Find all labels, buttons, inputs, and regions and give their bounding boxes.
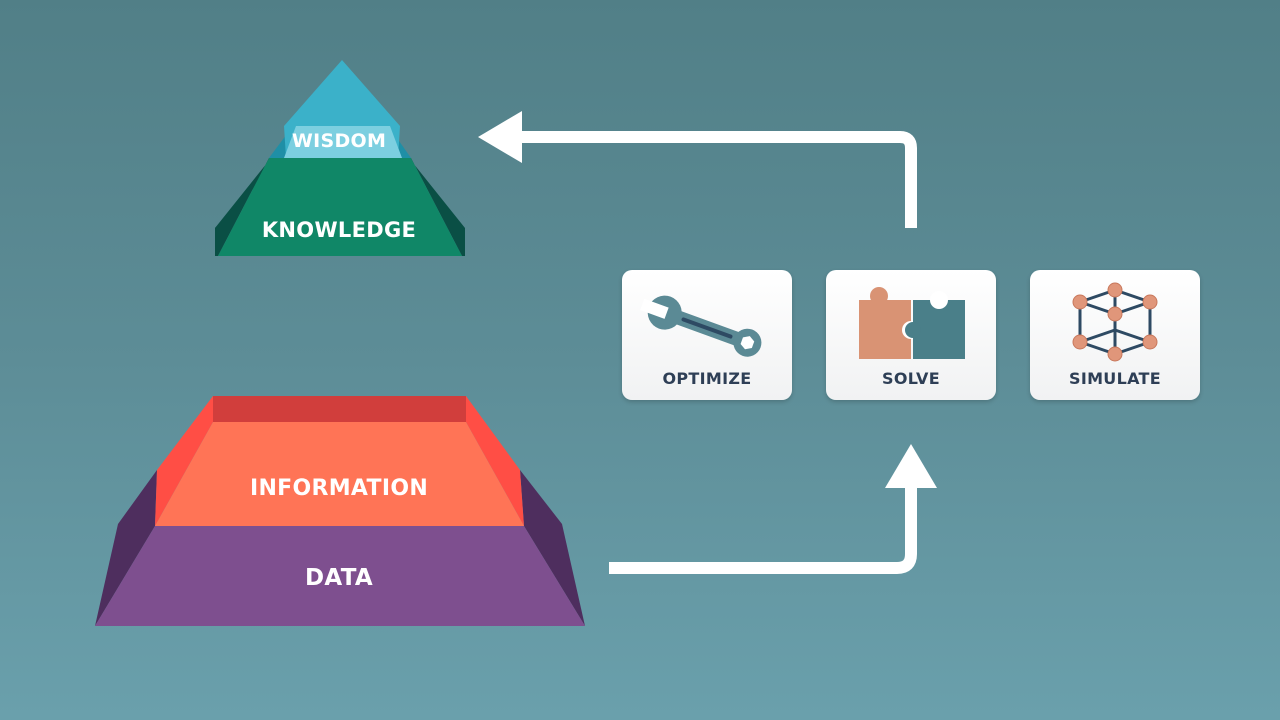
arrow-solve-to-knowledge: [522, 131, 917, 228]
arrow-up-head: [885, 444, 937, 488]
knowledge-right-face: [409, 158, 465, 256]
top-pyramid: [215, 60, 465, 256]
arrow-data-to-solve: [609, 484, 917, 574]
puzzle-icon: [859, 287, 965, 359]
solve-card: SOLVE: [826, 270, 996, 400]
knowledge-label: KNOWLEDGE: [261, 218, 417, 242]
knowledge-left-face: [215, 158, 271, 256]
wrench-icon: [640, 295, 762, 357]
information-top-face: [213, 396, 466, 422]
flow-arrows: [478, 111, 937, 574]
information-front-face: [155, 422, 524, 526]
solve-label: SOLVE: [882, 369, 940, 388]
data-front-face: [95, 526, 585, 626]
optimize-label: OPTIMIZE: [662, 369, 752, 388]
wisdom-label: WISDOM: [291, 130, 387, 152]
wisdom-band: [284, 126, 402, 158]
data-right-face: [520, 470, 585, 626]
information-label: INFORMATION: [249, 476, 429, 501]
arrow-left-head: [478, 111, 522, 163]
data-label: DATA: [304, 565, 374, 591]
network-cube-icon: [1072, 282, 1158, 362]
bottom-pyramid: [95, 396, 585, 626]
simulate-label: SIMULATE: [1069, 369, 1161, 388]
information-left-face: [155, 396, 213, 526]
information-right-face: [466, 396, 524, 526]
simulate-card: SIMULATE: [1030, 270, 1200, 400]
knowledge-front-face: [218, 158, 462, 256]
optimize-card: OPTIMIZE: [622, 270, 792, 400]
data-left-face: [95, 470, 157, 626]
